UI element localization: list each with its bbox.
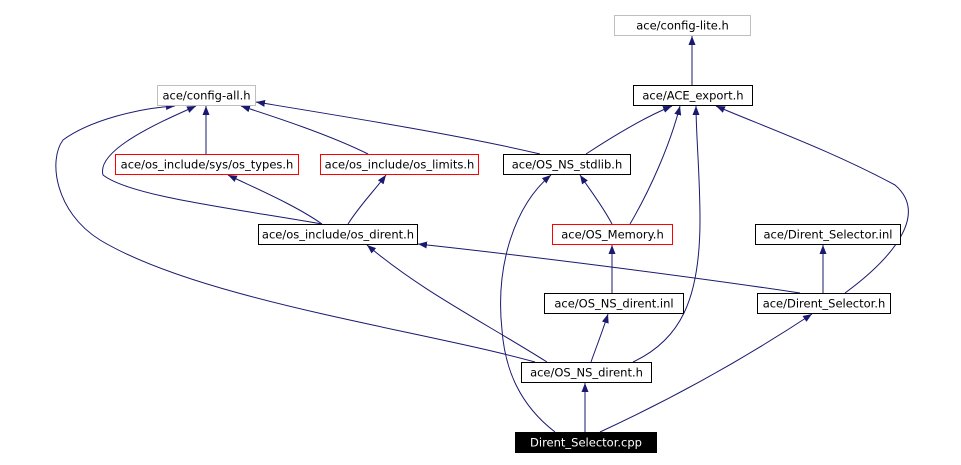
edge-os-limits-to-config-all — [240, 105, 369, 155]
edge-os-dirent-to-config-all — [102, 105, 323, 225]
node-dirent-sel-cpp[interactable]: Dirent_Selector.cpp — [515, 432, 657, 453]
edge-os-ns-stdlib-to-config-all — [255, 100, 541, 155]
node-box — [633, 85, 753, 106]
node-label: ace/os_include/sys/os_types.h — [121, 158, 294, 172]
node-label: ace/config-all.h — [162, 89, 250, 103]
node-box — [157, 85, 256, 106]
node-label: ace/OS_NS_dirent.inl — [554, 297, 673, 311]
node-box — [515, 432, 657, 453]
node-box — [755, 224, 901, 245]
edge-dirent-sel-cpp-to-dirent-sel-h — [599, 313, 813, 433]
node-label: ace/Dirent_Selector.inl — [764, 228, 893, 242]
node-box — [115, 154, 299, 175]
node-os-ns-dirent-inl[interactable]: ace/OS_NS_dirent.inl — [544, 293, 684, 314]
node-os-ns-dirent-h[interactable]: ace/OS_NS_dirent.h — [521, 362, 652, 383]
node-dirent-sel-inl[interactable]: ace/Dirent_Selector.inl — [755, 224, 901, 245]
node-box — [320, 154, 479, 175]
edges-layer — [55, 36, 909, 433]
node-os-types[interactable]: ace/os_include/sys/os_types.h — [115, 154, 299, 175]
edge-os-ns-dirent-h-to-os-ns-dirent-inl — [590, 313, 609, 363]
node-box — [614, 15, 751, 36]
node-ace-export[interactable]: ace/ACE_export.h — [633, 85, 753, 106]
node-config-all[interactable]: ace/config-all.h — [157, 85, 256, 106]
node-box — [258, 224, 418, 245]
node-box — [544, 293, 684, 314]
node-label: ace/os_include/os_limits.h — [325, 158, 475, 172]
edge-os-ns-dirent-h-to-config-all — [55, 103, 536, 363]
node-box — [757, 293, 891, 314]
node-os-limits[interactable]: ace/os_include/os_limits.h — [320, 154, 479, 175]
edge-os-memory-to-ace-export — [629, 105, 682, 225]
node-box — [521, 362, 652, 383]
edge-dirent-sel-h-to-os-dirent — [417, 241, 801, 294]
edge-os-dirent-to-os-types — [227, 174, 323, 225]
node-label: Dirent_Selector.cpp — [530, 436, 642, 450]
node-label: ace/OS_NS_stdlib.h — [512, 158, 623, 172]
node-box — [503, 154, 631, 175]
node-os-ns-stdlib[interactable]: ace/OS_NS_stdlib.h — [503, 154, 631, 175]
node-label: ace/OS_Memory.h — [561, 228, 664, 242]
node-label: ace/OS_NS_dirent.h — [530, 366, 643, 380]
node-os-dirent[interactable]: ace/os_include/os_dirent.h — [258, 224, 418, 245]
node-label: ace/ACE_export.h — [642, 89, 743, 103]
edge-dirent-sel-h-to-ace-export — [715, 105, 909, 294]
node-box — [552, 224, 673, 245]
node-label: ace/Dirent_Selector.h — [763, 297, 886, 311]
nodes-layer: ace/config-lite.h ace/config-all.h ace/ACE… — [115, 15, 901, 453]
edge-os-memory-to-os-ns-stdlib — [579, 174, 613, 225]
node-os-memory[interactable]: ace/OS_Memory.h — [552, 224, 673, 245]
node-label: ace/os_include/os_dirent.h — [262, 228, 414, 242]
node-config-lite[interactable]: ace/config-lite.h — [614, 15, 751, 36]
edge-os-ns-stdlib-to-ace-export — [585, 105, 673, 155]
node-dirent-sel-h[interactable]: ace/Dirent_Selector.h — [757, 293, 891, 314]
edge-os-ns-dirent-h-to-ace-export — [632, 105, 701, 363]
edge-dirent-sel-cpp-to-os-ns-stdlib — [500, 174, 556, 433]
edge-os-dirent-to-os-limits — [347, 174, 387, 225]
node-label: ace/config-lite.h — [636, 19, 729, 33]
edge-os-ns-dirent-h-to-os-dirent — [366, 244, 548, 363]
